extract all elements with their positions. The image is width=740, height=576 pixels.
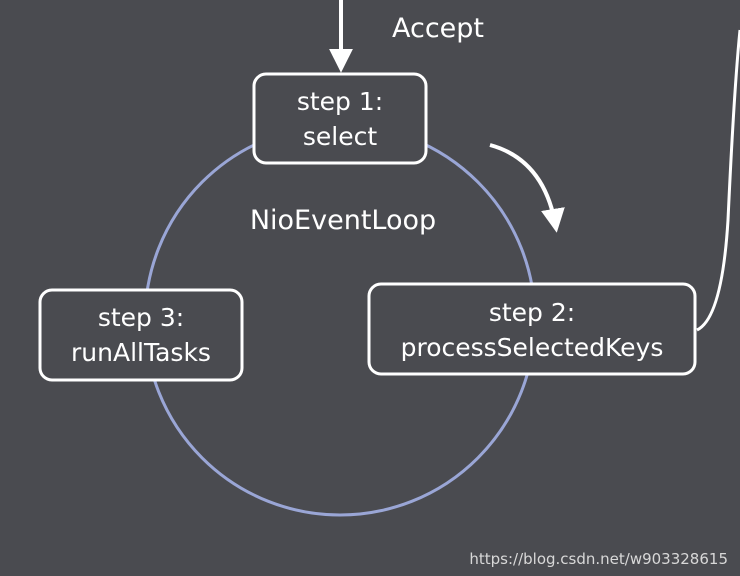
step2-outgoing-line	[696, 29, 740, 332]
step-2-name: processSelectedKeys	[401, 333, 664, 362]
source-watermark: https://blog.csdn.net/w903328615	[469, 550, 728, 568]
step-3-box: step 3: runAllTasks	[38, 288, 244, 382]
accept-label: Accept	[392, 13, 484, 44]
step-1-box: step 1: select	[252, 72, 428, 165]
loop-label: NioEventLoop	[250, 205, 436, 236]
step1-to-step2-arrow	[489, 143, 565, 233]
step-1-name: select	[303, 122, 377, 151]
step-2-number: step 2:	[489, 298, 575, 327]
step-3-number: step 3:	[98, 303, 184, 332]
step-1-number: step 1:	[297, 87, 383, 116]
step-2-box: step 2: processSelectedKeys	[367, 282, 697, 376]
step-3-name: runAllTasks	[71, 338, 211, 367]
